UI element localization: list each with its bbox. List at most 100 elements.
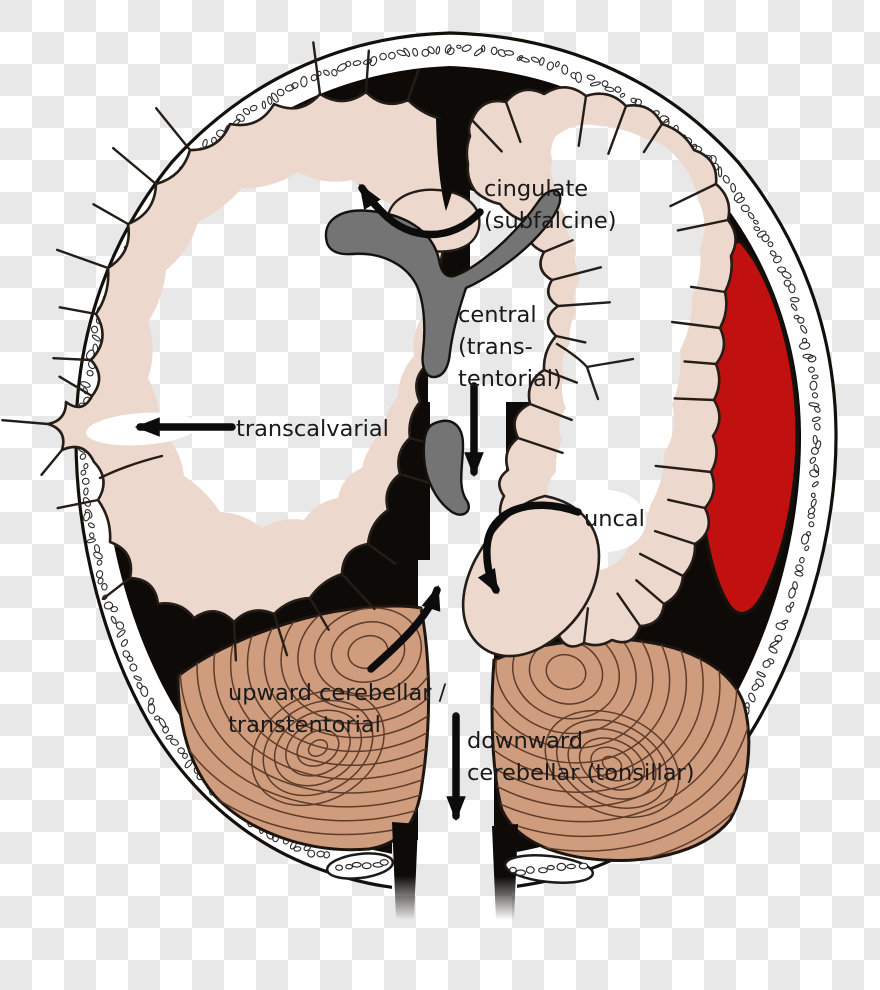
diploe-circle (807, 512, 815, 519)
diploe-circle (794, 570, 804, 577)
diploe-circle (396, 49, 407, 57)
sulcus-line (550, 266, 602, 282)
folia-line (251, 689, 385, 807)
sulcus-line (683, 360, 718, 366)
diploe-circle (751, 683, 760, 691)
folia-line (229, 606, 429, 767)
diploe-circle (789, 297, 800, 303)
diploe-circle (81, 477, 90, 485)
diploe-circle (525, 866, 535, 874)
diploe-circle (369, 56, 378, 67)
diploe-circle (158, 717, 167, 728)
sulcus-line (556, 301, 611, 308)
diploe-circle (539, 57, 545, 66)
diploe-circle (83, 463, 89, 470)
diploe-circle (509, 866, 517, 874)
sulcus-line (56, 498, 100, 510)
diploe-circle (788, 587, 796, 599)
diploe-circle (748, 692, 756, 703)
diploe-circle (776, 266, 787, 273)
diploe-circle (767, 241, 774, 248)
diploe-circle (801, 337, 808, 344)
label-transcalvarial: transcalvarial (236, 416, 389, 442)
sulcus-line (673, 397, 716, 402)
folia-line (492, 639, 738, 823)
diploe-circle (461, 44, 472, 52)
diploe-circle (361, 862, 372, 870)
diploe-circle (267, 95, 273, 105)
label-downward-line1: downward (467, 728, 583, 754)
folia-line (285, 719, 351, 777)
sulcus-line (312, 41, 322, 96)
diploe-circle (800, 324, 808, 334)
diploe-circle (435, 46, 441, 55)
sulcus-line (689, 285, 727, 294)
diploe-circle (490, 46, 498, 56)
diploe-circle (177, 747, 186, 755)
diploe-circle (335, 864, 344, 871)
folia-line (296, 729, 340, 767)
diploe-circle (515, 869, 526, 877)
folia-line (246, 606, 429, 753)
diploe-circle (323, 69, 330, 76)
diploe-circle (809, 469, 820, 478)
diploe-circle (808, 366, 815, 373)
diploe-circle (110, 606, 119, 613)
label-upward-line1: upward cerebellar / (228, 680, 447, 706)
diploe-circle (518, 56, 530, 63)
sulcus-line (232, 620, 238, 662)
diploe-circle (810, 498, 817, 508)
diploe-circle (87, 522, 95, 529)
diploe-circle (785, 605, 792, 613)
diploe-circle (619, 92, 626, 98)
diploe-circle (148, 697, 154, 706)
cerebellum (176, 604, 751, 862)
diploe-circle (310, 74, 318, 82)
diploe-circle (133, 675, 142, 681)
sulcus-line (272, 612, 289, 657)
diploe-circle (503, 50, 515, 56)
diploe-circle (804, 545, 810, 552)
diploe-circle (774, 634, 783, 643)
diploe-circle (95, 570, 104, 579)
diploe-circle (103, 601, 114, 610)
third-ventricle (422, 419, 470, 516)
diploe-circle (147, 703, 156, 715)
sulcus-line (52, 357, 93, 362)
diploe-circle (242, 107, 251, 115)
sulcus-line (528, 402, 573, 422)
sulcus-line (667, 498, 707, 510)
diploe-circle (810, 492, 816, 499)
temporal-y-sulcus (555, 342, 635, 401)
diploe-circle (300, 76, 308, 88)
diploe-circle (561, 64, 569, 75)
label-upward-line2: transtentorial (228, 712, 381, 738)
folia-line (213, 606, 429, 780)
folia-line (263, 606, 429, 739)
diploe-circle (769, 640, 780, 648)
diploe-circle (795, 564, 804, 572)
sulcus-line (607, 104, 628, 155)
diploe-circle (90, 325, 99, 334)
label-cingulate-line2: (subfalcine) (484, 208, 617, 234)
sulcus-line (639, 552, 685, 578)
diploe-circle (284, 84, 295, 92)
diploe-circle (336, 63, 348, 72)
diploe-circle (86, 538, 96, 544)
diploe-circle (717, 166, 723, 178)
label-central-line2: (trans- (458, 334, 533, 360)
sulcus-line (112, 147, 158, 186)
sulcus-line (364, 49, 370, 94)
diploe-circle (614, 86, 622, 93)
diploe-circle (516, 55, 524, 61)
folia-line (567, 728, 657, 800)
sulcus-line (155, 107, 192, 152)
diploe-circle (566, 863, 576, 870)
diploe-circle (116, 629, 126, 638)
diploe-circle (351, 861, 362, 868)
diploe-circle (129, 663, 138, 672)
diploe-circle (807, 355, 817, 363)
folia-line (544, 709, 680, 819)
sulcus-line (542, 239, 574, 254)
right-hemisphere-white-matter (547, 124, 705, 571)
